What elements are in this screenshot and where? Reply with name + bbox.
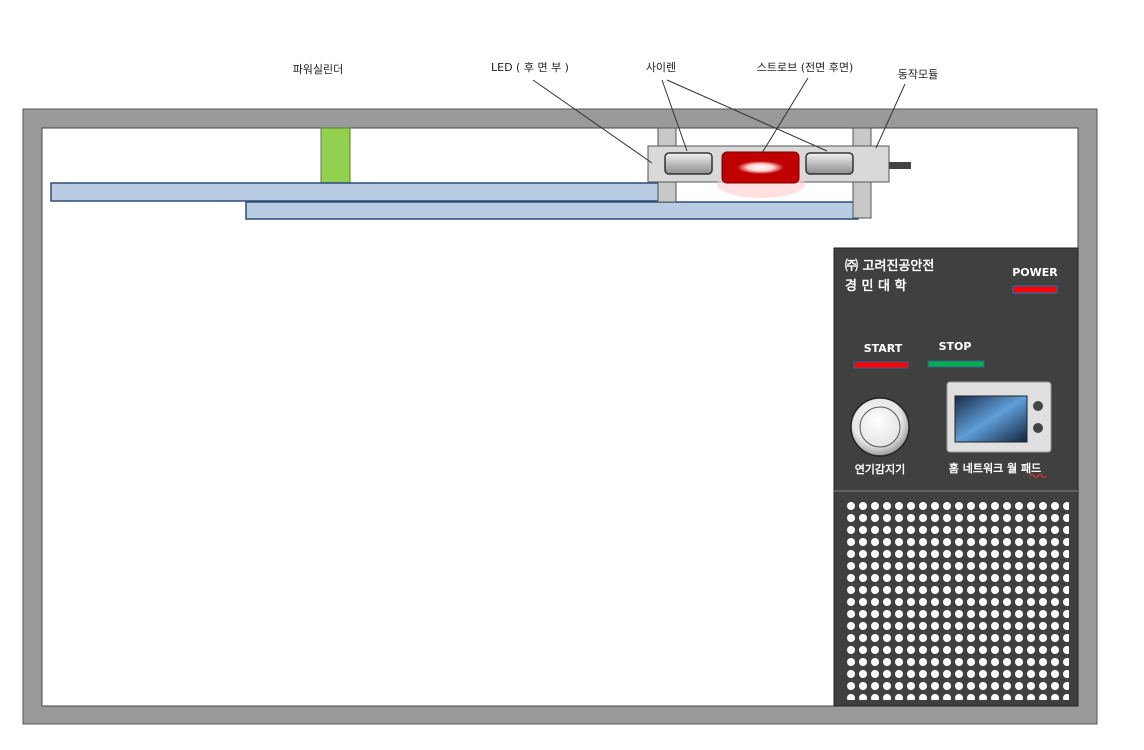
leader-motion-module [875,83,906,149]
smoke-detector [850,397,910,457]
stop-label: STOP [939,340,972,353]
power-label: POWER [1012,266,1058,279]
power-cylinder [320,127,351,185]
siren-left [664,152,713,175]
leader-siren-right [666,79,828,152]
leader-siren-left [661,79,688,152]
university-name: 경 민 대 학 [845,278,906,294]
wall-pad-label: 홈 네트워크 월 패드 [949,461,1041,475]
upper-rail [50,182,672,202]
leader-led [532,79,653,164]
company-name: ㈜ 고려진공안전 [845,258,934,274]
label-siren: 사이렌 [646,61,676,74]
label-strobe: 스트로브 (전면 후면) [757,61,854,74]
wall-pad-button-top [1033,401,1043,411]
smoke-detector-ring [859,406,901,448]
spellcheck-underline [1029,474,1047,478]
wall-pad-button-bottom [1033,423,1043,433]
wall-pad-screen [954,395,1028,443]
strobe-light [737,161,784,174]
speaker-grill [845,500,1069,700]
siren-right [805,152,854,175]
power-indicator [1012,285,1058,294]
start-indicator[interactable] [853,361,909,369]
label-led: LED ( 후 면 부 ) [491,61,569,74]
label-power-cylinder: 파워실린더 [293,63,344,76]
leader-lines [532,77,906,164]
start-label: START [864,342,903,355]
stop-indicator[interactable] [927,360,985,368]
smoke-detector-label: 연기감지기 [855,462,906,476]
module-shaft [889,162,911,169]
lower-rail [245,201,859,220]
label-motion-module: 동작모듈 [898,68,938,81]
leader-strobe [761,77,809,154]
